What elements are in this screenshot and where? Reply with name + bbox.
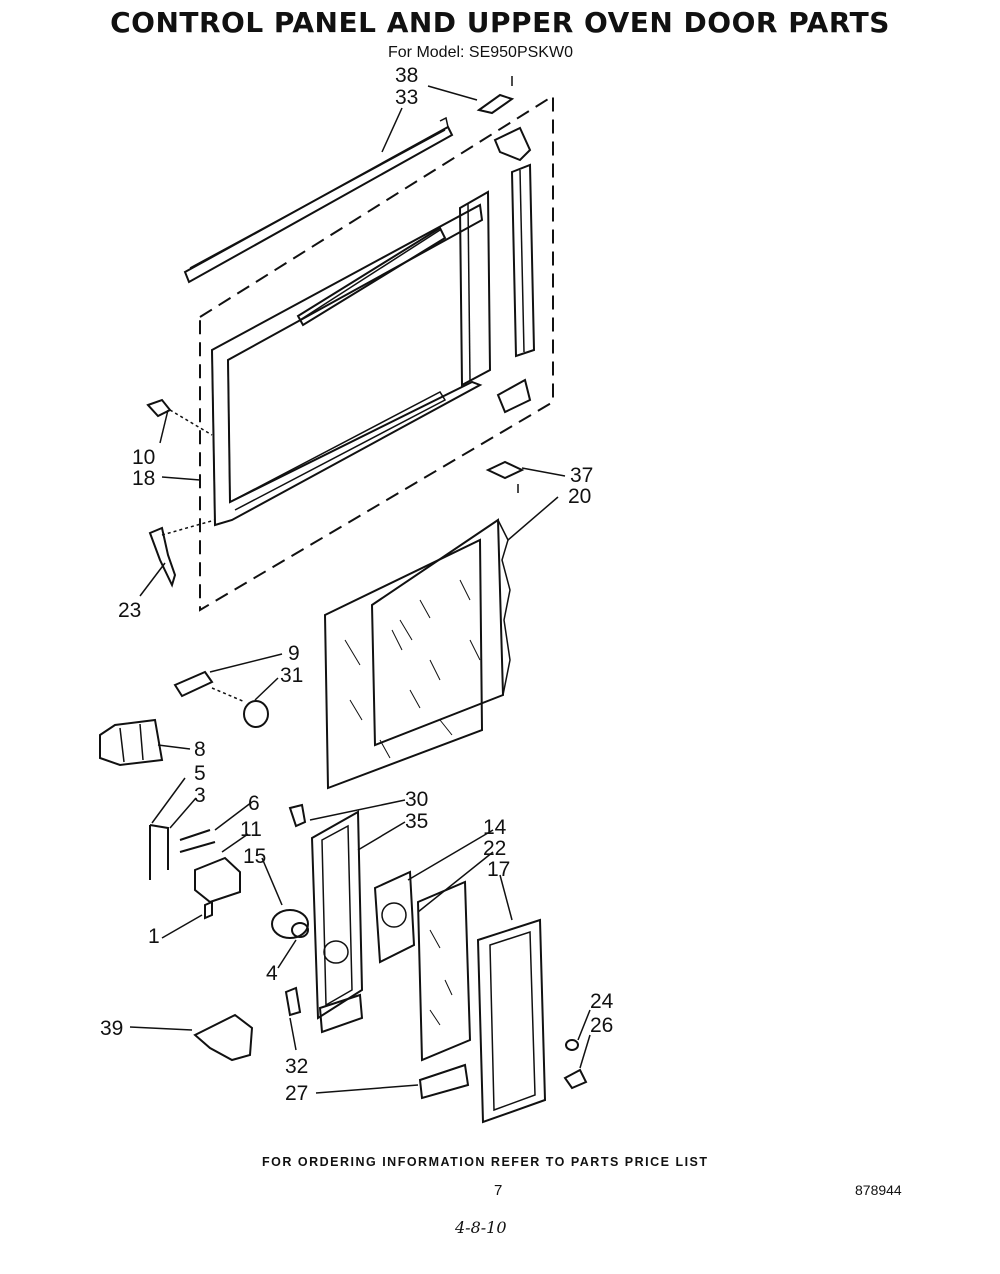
callout-10: 10 — [132, 446, 155, 469]
handwritten-note: 4-8-10 — [455, 1218, 507, 1237]
part-glass-panel-front — [323, 538, 484, 790]
part-side-channel-right — [510, 163, 536, 358]
callout-35: 35 — [405, 810, 428, 833]
callout-4: 4 — [266, 962, 278, 985]
part-27-bracket — [418, 1063, 470, 1100]
callout-18: 18 — [132, 467, 155, 490]
part-39-bracket — [193, 1013, 254, 1062]
part-8-transformer — [99, 718, 164, 767]
callout-9: 9 — [288, 642, 300, 665]
callout-14: 14 — [483, 816, 507, 839]
part-23-hinge — [148, 519, 216, 588]
callout-37: 37 — [570, 464, 593, 487]
part-side-channel-left — [458, 190, 492, 387]
callout-5: 5 — [194, 762, 206, 785]
part-14-mount-plate — [373, 870, 416, 964]
part-31-knob — [211, 687, 269, 728]
callout-15: 15 — [243, 845, 266, 868]
part-17-trim-frame — [476, 918, 547, 1124]
callout-17: 17 — [487, 858, 510, 881]
page-title: CONTROL PANEL AND UPPER OVEN DOOR PARTS — [110, 6, 890, 39]
callout-6: 6 — [248, 792, 260, 815]
callout-27: 27 — [285, 1082, 308, 1105]
callout-22: 22 — [483, 837, 506, 860]
part-glass-panel-rear — [370, 518, 511, 747]
part-37-bracket — [485, 460, 525, 480]
part-lower-corner-bracket — [496, 378, 532, 414]
leader-lines — [129, 85, 591, 1094]
callout-30: 30 — [405, 788, 428, 811]
callout-39: 39 — [100, 1017, 123, 1040]
callout-23: 23 — [118, 599, 141, 622]
part-33-top-trim — [183, 116, 454, 284]
part-10-screw — [146, 398, 213, 436]
part-11-control-switch — [194, 856, 241, 904]
callout-31: 31 — [280, 664, 303, 687]
part-inner-trim — [296, 226, 447, 327]
ordering-note: FOR ORDERING INFORMATION REFER TO PARTS … — [262, 1155, 709, 1169]
callout-24: 24 — [590, 990, 614, 1013]
callout-32: 32 — [285, 1055, 308, 1078]
callout-3: 3 — [194, 784, 206, 807]
part-32-clip — [284, 986, 302, 1017]
part-30-screw — [288, 803, 307, 828]
part-35-control-panel — [310, 810, 364, 1034]
part-1-screw — [204, 900, 213, 920]
callout-26: 26 — [590, 1014, 613, 1037]
part-5-3-wire-harness — [149, 824, 216, 880]
part-38-bracket — [476, 93, 515, 115]
callout-8: 8 — [194, 738, 206, 761]
callout-38: 38 — [395, 64, 418, 87]
assembly-outline — [199, 94, 554, 612]
part-4-control-knob — [271, 909, 309, 939]
part-24-clip — [565, 1039, 579, 1051]
part-22-panel-glass — [416, 880, 472, 1062]
part-9-switch — [173, 670, 214, 698]
part-18-door-frame — [210, 203, 484, 527]
callout-1: 1 — [148, 925, 160, 948]
part-26-clip — [563, 1068, 588, 1090]
callout-20: 20 — [568, 485, 591, 508]
page-number: 7 — [494, 1182, 503, 1199]
callout-33: 33 — [395, 86, 418, 109]
callout-11: 11 — [240, 818, 262, 841]
model-subtitle: For Model: SE950PSKW0 — [388, 44, 573, 61]
part-upper-corner-bracket — [493, 126, 532, 162]
document-number: 878944 — [855, 1182, 902, 1198]
